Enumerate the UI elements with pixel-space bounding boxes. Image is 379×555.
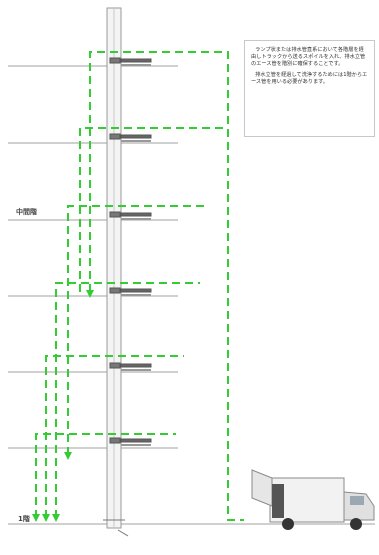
label-mid-floor: 中間階 [16,208,37,216]
arrow-head [32,514,40,522]
truck-icon [251,469,375,530]
route-top [89,51,244,521]
branch-fixture [109,287,152,296]
arrow-head [64,452,72,460]
route-arrows [32,290,94,522]
explanation-note: ランプ状または排水管直系において各階層を経由しトラックから送るスポイルを入れ、排… [244,40,375,137]
route-6 [35,433,176,518]
branch-fixture [109,437,152,446]
arrow-head [52,514,60,522]
base-marks [103,519,129,537]
label-first-floor: 1階 [18,515,30,523]
drain-stack [106,7,122,529]
arrow-head [42,514,50,522]
branch-fixture [109,362,152,371]
route-3 [67,205,206,455]
route-2 [79,127,226,292]
flush-routes [35,51,244,521]
note-paragraph: ランプ状または排水管直系において各階層を経由しトラックから送るスポイルを入れ、排… [251,47,366,67]
route-5 [45,355,184,518]
branch-fixture [109,211,152,220]
branch-fixtures [109,57,152,446]
note-paragraph: 排水立管を経過して洗浄するためには1階からエース管を用いる必要があります。 [251,72,368,85]
arrow-head [86,290,94,298]
branch-fixture [109,133,152,142]
branch-fixture [109,57,152,66]
route-4 [55,282,200,518]
